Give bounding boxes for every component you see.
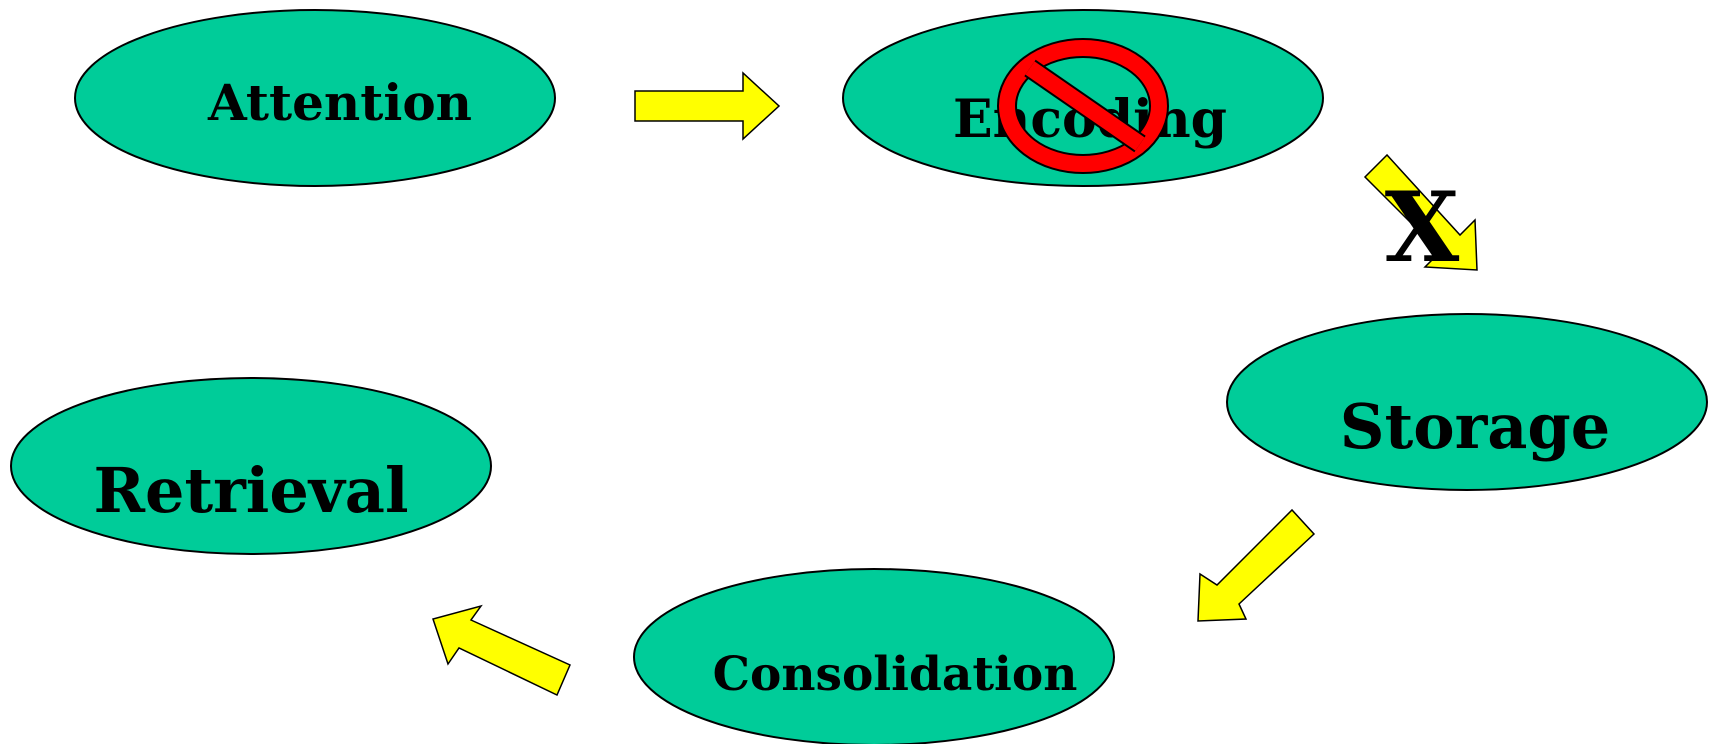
node-storage-shape xyxy=(1226,313,1708,491)
node-consolidation: Consolidation xyxy=(633,568,1115,744)
node-attention-shape xyxy=(74,9,556,187)
node-retrieval: Retrieval xyxy=(10,377,492,555)
node-storage: Storage xyxy=(1226,313,1708,491)
node-attention: Attention xyxy=(74,9,556,187)
blocked-x-mark: X xyxy=(1385,171,1460,284)
no-entry-icon xyxy=(997,38,1169,174)
node-attention-label: Attention xyxy=(207,73,472,132)
arrow-attention-to-encoding xyxy=(634,71,781,141)
node-storage-label: Storage xyxy=(1340,390,1610,463)
node-retrieval-label: Retrieval xyxy=(93,454,408,527)
node-consolidation-shape xyxy=(633,568,1115,744)
node-retrieval-shape xyxy=(10,377,492,555)
node-consolidation-label: Consolidation xyxy=(713,647,1078,702)
arrow-storage-to-consolidation xyxy=(1197,508,1316,622)
arrow-encoding-to-storage xyxy=(1363,153,1478,271)
arrow-consolidation-to-retrieval xyxy=(432,604,571,697)
